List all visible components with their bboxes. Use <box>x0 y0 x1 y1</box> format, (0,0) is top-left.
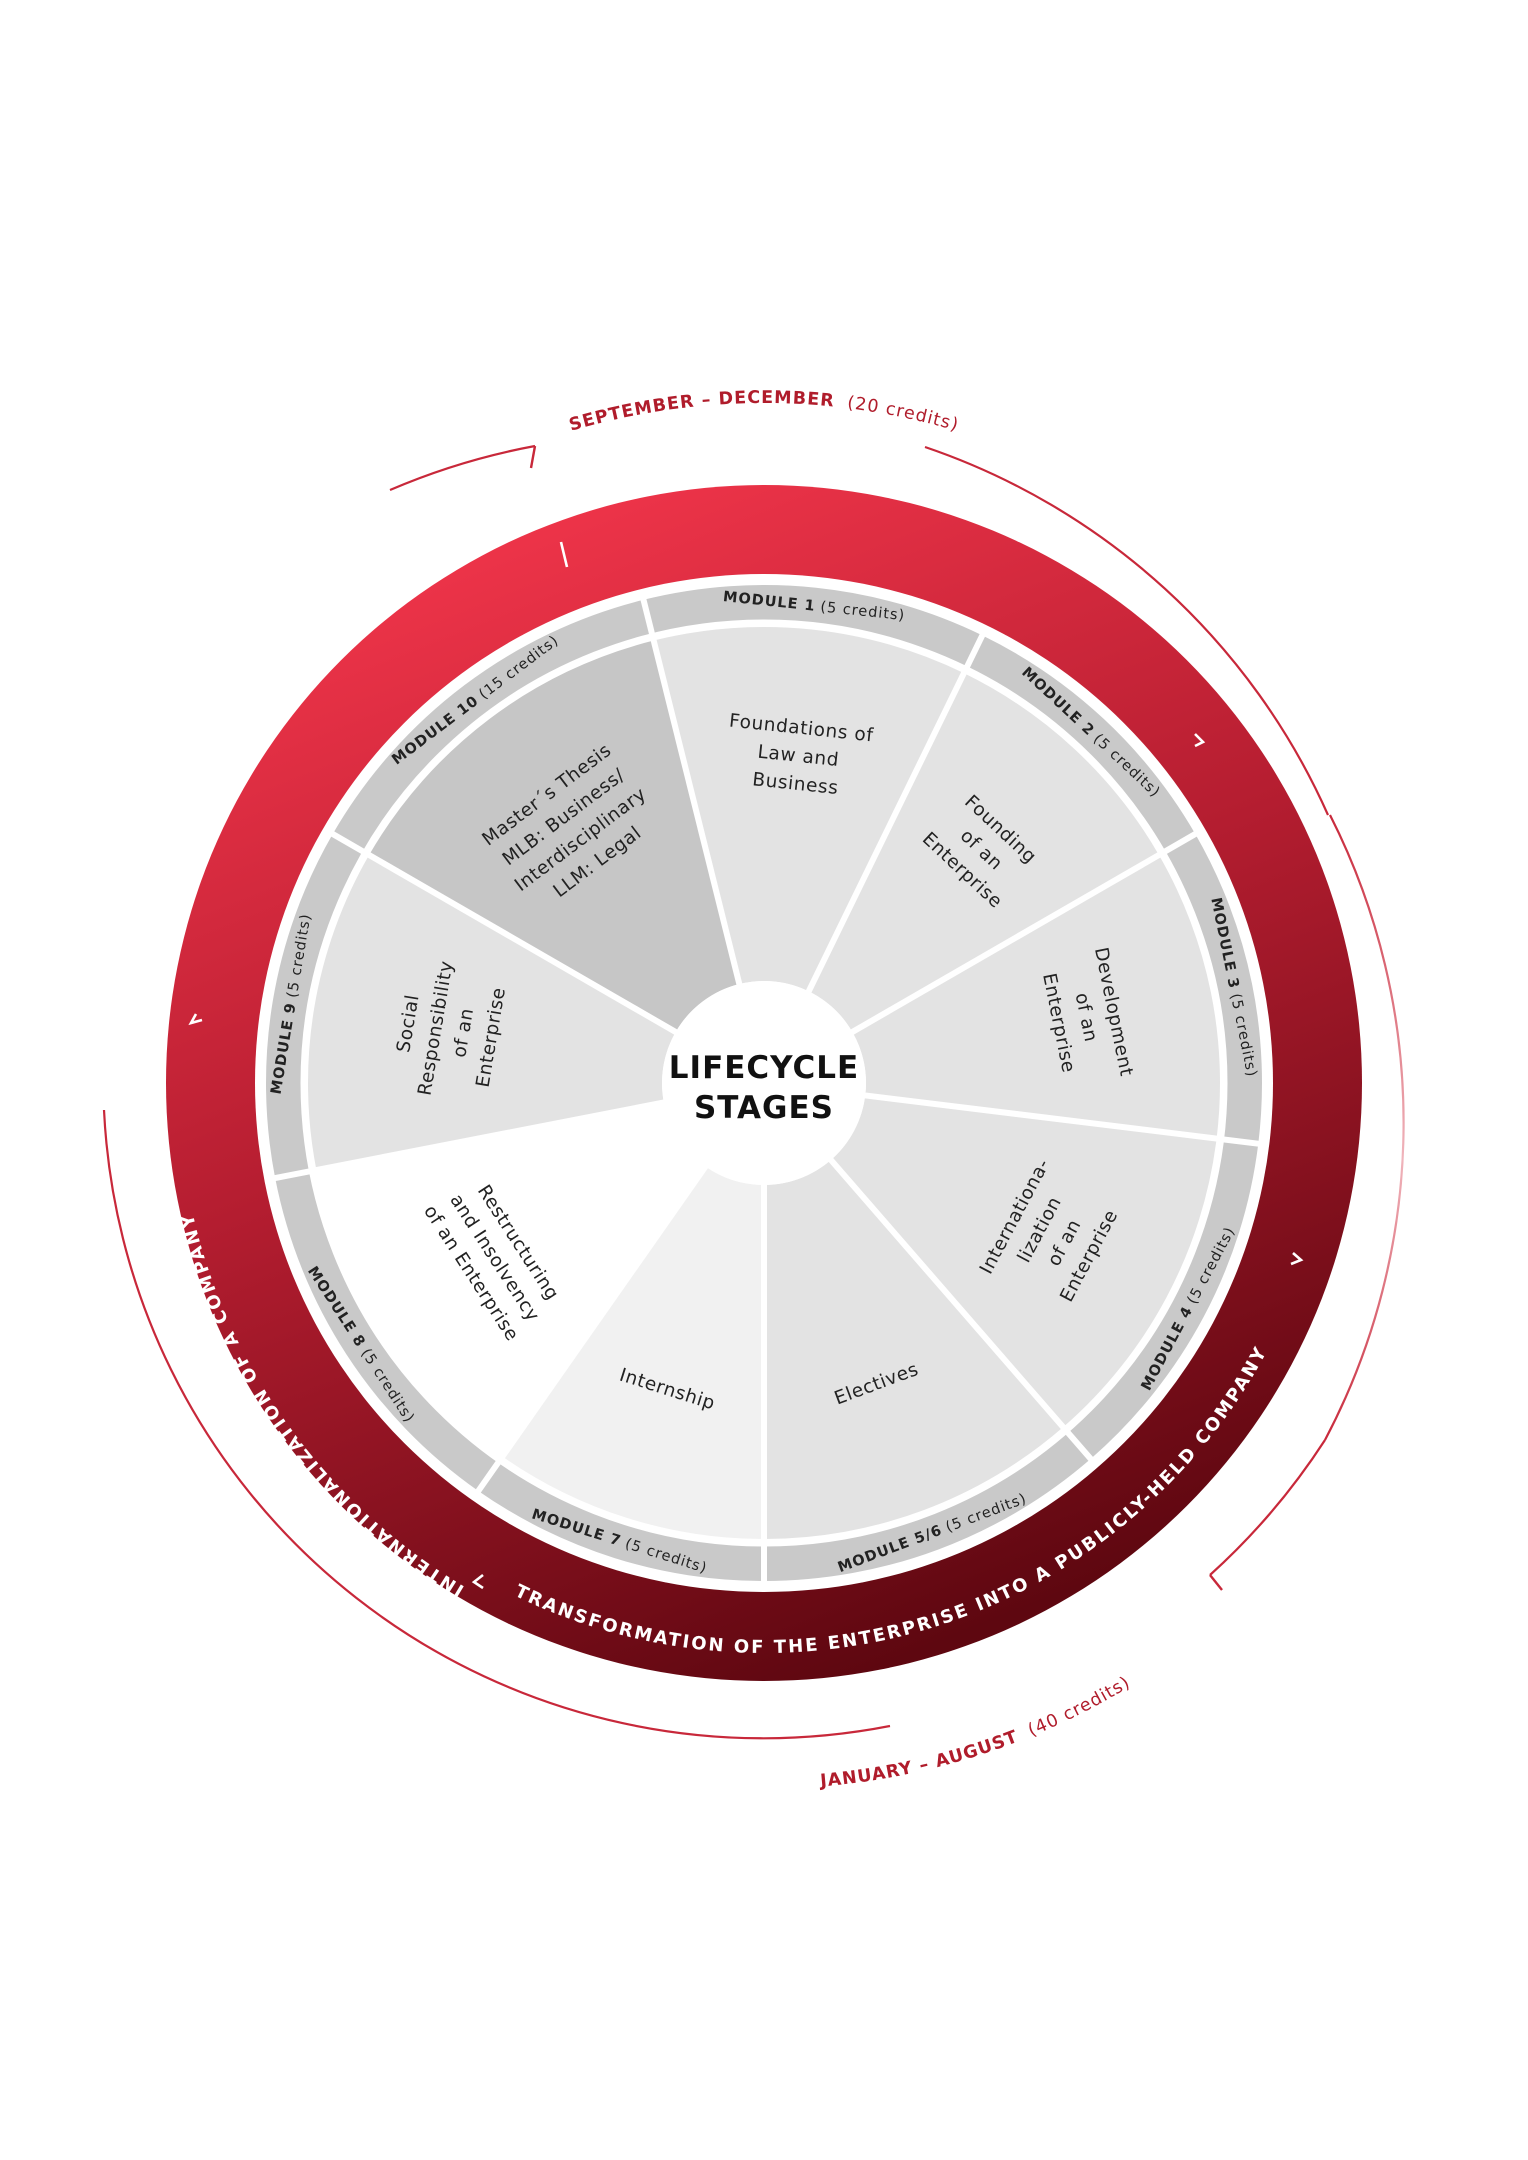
segment-6 <box>502 1166 764 1539</box>
module-band-7 <box>275 1171 500 1491</box>
segment-7 <box>316 1102 706 1457</box>
center-title-line2: STAGES <box>694 1090 834 1126</box>
segment-8 <box>308 855 676 1171</box>
module-band-2 <box>966 635 1196 852</box>
center-circle <box>662 981 866 1185</box>
spoke-group <box>272 597 1261 1583</box>
period-arcs <box>102 444 1405 1740</box>
tick-mark-icon <box>1209 1574 1223 1591</box>
module-band-3 <box>1164 834 1262 1144</box>
chevron-icon <box>1194 733 1206 748</box>
segment-5 <box>764 1159 1064 1539</box>
segment-2 <box>808 673 1159 1032</box>
module-band-1 <box>643 585 983 668</box>
spoke-line <box>329 830 681 1037</box>
segment-4 <box>830 1095 1217 1428</box>
period-arc-bottom-right <box>1209 1439 1326 1576</box>
period-arc-top-right <box>924 445 1330 816</box>
tick-mark-icon <box>559 541 569 568</box>
spoke-line <box>272 1098 669 1182</box>
period-label-autumn: SEPTEMBER – DECEMBER (20 credits) <box>567 388 961 436</box>
segment-3 <box>852 855 1220 1139</box>
spoke-line <box>860 1091 1261 1147</box>
module-band-4 <box>1067 1139 1259 1459</box>
module-band-group <box>266 585 1262 1581</box>
period-arc-right <box>1324 814 1405 1441</box>
module-band-8 <box>266 834 364 1179</box>
segment-group <box>308 626 1220 1539</box>
period-arc-bottom-left <box>102 1109 891 1740</box>
period-label-spring: JANUARY – AUGUST (40 credits) <box>818 1673 1134 1792</box>
segment-1 <box>653 626 964 992</box>
chevron-icon <box>471 1573 484 1590</box>
period-arc-top-left <box>389 444 536 492</box>
segment-9 <box>369 640 740 1032</box>
period-spring-light: (40 credits) <box>1025 1673 1134 1741</box>
spoke-line <box>804 632 986 997</box>
module-band-5 <box>764 1431 1091 1581</box>
chevron-icon <box>188 1013 203 1026</box>
spoke-line <box>640 597 744 989</box>
module-band-6 <box>478 1461 764 1581</box>
period-spring-strong: JANUARY – AUGUST <box>818 1727 1021 1792</box>
ring-chevrons <box>188 541 1304 1590</box>
spoke-line <box>474 1161 711 1495</box>
center-title-line1: LIFECYCLE <box>669 1050 859 1086</box>
tick-mark-icon <box>529 445 537 469</box>
spoke-line <box>826 1154 1095 1463</box>
band-inner-ring <box>300 619 1228 1547</box>
spoke-line <box>847 830 1199 1037</box>
period-autumn-strong: SEPTEMBER – DECEMBER <box>567 388 836 436</box>
module-band-9 <box>332 599 653 852</box>
chevron-icon <box>1290 1252 1304 1266</box>
period-autumn-light: (20 credits) <box>846 393 961 436</box>
